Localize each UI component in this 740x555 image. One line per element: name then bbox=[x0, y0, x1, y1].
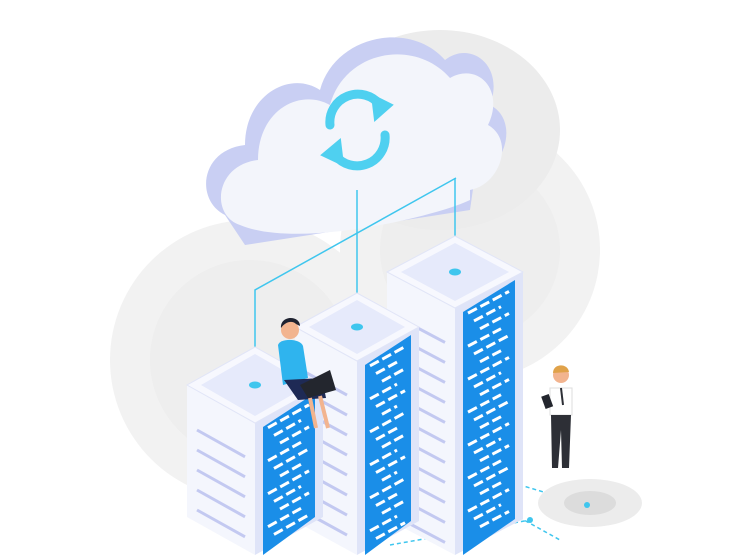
man-hair bbox=[553, 365, 569, 373]
man-with-tablet bbox=[541, 365, 573, 468]
man-tie bbox=[560, 387, 564, 406]
server-slot bbox=[273, 484, 302, 503]
floor-node bbox=[527, 517, 533, 523]
server-vent bbox=[196, 488, 246, 519]
server-vent bbox=[196, 468, 246, 499]
server-slot bbox=[473, 305, 502, 323]
server-slot bbox=[467, 422, 510, 447]
server-slot bbox=[267, 440, 302, 463]
server-slot bbox=[267, 506, 302, 529]
server-slot bbox=[467, 393, 502, 414]
server-slot bbox=[273, 513, 310, 536]
woman-head bbox=[281, 321, 299, 339]
server-slot bbox=[369, 382, 398, 401]
server-vent bbox=[196, 428, 246, 459]
woman-shirt bbox=[278, 339, 308, 385]
man-trousers bbox=[551, 415, 571, 468]
floor-pad bbox=[527, 479, 642, 527]
tablet-icon bbox=[541, 393, 554, 409]
server-slot bbox=[369, 345, 406, 368]
server-slot bbox=[267, 469, 310, 496]
server-slot bbox=[467, 327, 502, 348]
server-slot bbox=[381, 367, 406, 383]
server-slot bbox=[467, 356, 510, 381]
server-slot bbox=[479, 349, 502, 364]
server-slot bbox=[473, 437, 502, 455]
server-slot bbox=[375, 521, 406, 540]
server-slot bbox=[375, 360, 398, 375]
server-slot bbox=[467, 290, 510, 315]
server-slot bbox=[479, 510, 510, 529]
server-vent bbox=[196, 508, 246, 539]
server-slot bbox=[375, 426, 398, 441]
server-slot bbox=[467, 488, 510, 513]
server-slot bbox=[369, 514, 398, 533]
server-slot bbox=[381, 499, 406, 515]
server-slot bbox=[375, 492, 398, 507]
server-slot bbox=[479, 312, 510, 331]
server-slot bbox=[473, 400, 510, 422]
server-slot bbox=[479, 444, 510, 463]
woman-with-laptop bbox=[278, 317, 336, 429]
pad-inner bbox=[564, 491, 616, 515]
server-slot bbox=[473, 466, 510, 488]
server-slot bbox=[381, 433, 406, 449]
server-slot bbox=[267, 403, 310, 430]
server-slot bbox=[279, 491, 310, 511]
server-slot bbox=[369, 448, 398, 467]
server-slot bbox=[279, 462, 302, 478]
server-slot bbox=[473, 371, 502, 389]
server-slot bbox=[479, 378, 510, 397]
server-slot bbox=[473, 334, 510, 356]
server-slot bbox=[375, 389, 406, 408]
server-slot bbox=[381, 470, 398, 482]
sync-arrows-icon bbox=[320, 89, 394, 171]
server-slot bbox=[369, 477, 406, 500]
server-slot bbox=[381, 404, 398, 416]
server-vent bbox=[196, 448, 246, 479]
server-connector-node bbox=[449, 268, 461, 276]
woman-hair bbox=[280, 317, 300, 328]
server-connector-node bbox=[351, 323, 363, 331]
server-slot bbox=[279, 425, 310, 445]
laptop-icon bbox=[300, 370, 336, 398]
pad-node bbox=[584, 502, 590, 508]
server-slot bbox=[467, 459, 502, 480]
server-slot bbox=[273, 418, 302, 437]
server-slot bbox=[369, 411, 406, 434]
woman-legs bbox=[308, 395, 330, 429]
server-slot bbox=[479, 415, 502, 430]
server-slot bbox=[375, 455, 406, 474]
cloud-face bbox=[220, 54, 503, 234]
cloud bbox=[206, 37, 507, 246]
server-slot bbox=[479, 481, 502, 496]
server-slot bbox=[473, 503, 502, 521]
server-slot bbox=[273, 447, 310, 470]
server-connector-node bbox=[249, 381, 261, 389]
